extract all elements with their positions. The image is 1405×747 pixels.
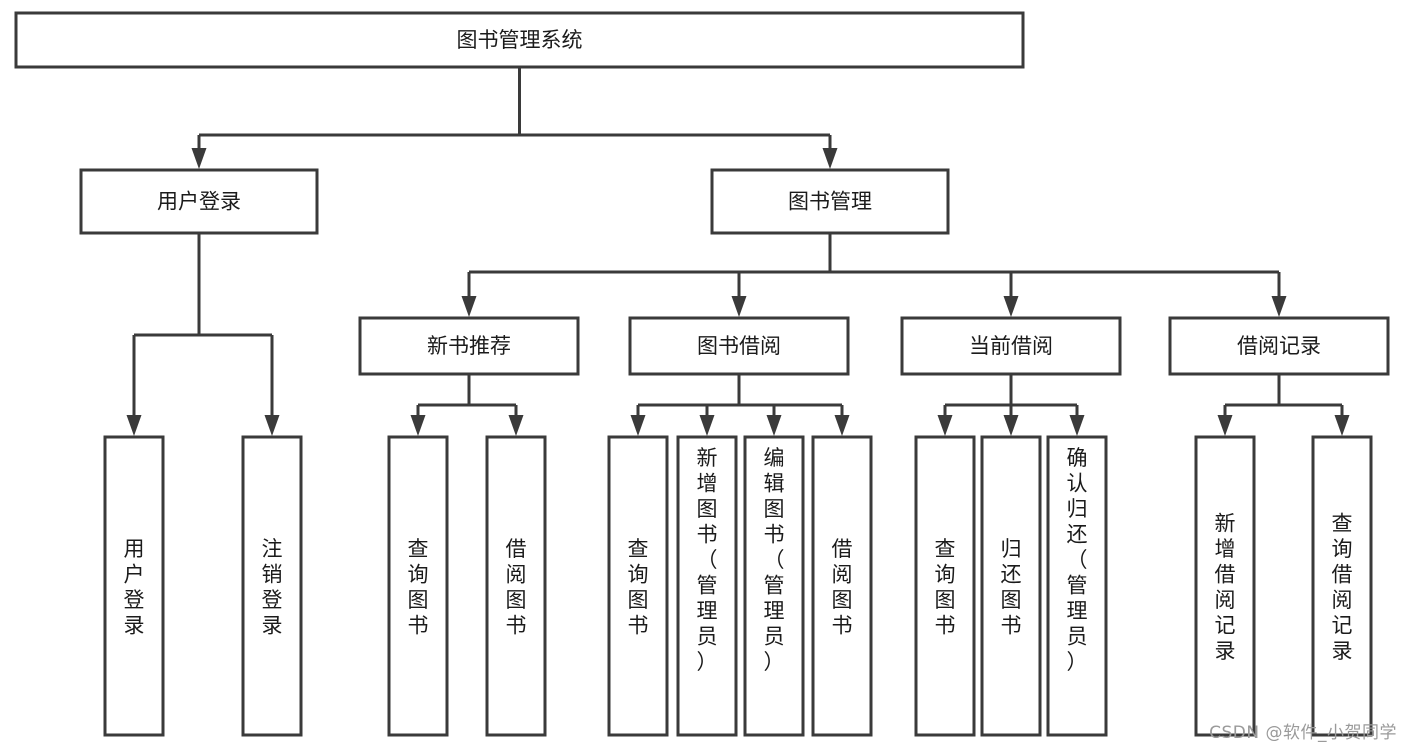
node-layer: 图书管理系统用户登录图书管理新书推荐图书借阅当前借阅借阅记录用户登录注销登录查询…: [14, 11, 1390, 737]
node-label: 查询图书: [408, 537, 429, 638]
node-l2-borrow-record[interactable]: 借阅记录: [1168, 316, 1390, 376]
node-label: 新增借阅记录: [1215, 511, 1236, 663]
node-box[interactable]: [485, 435, 547, 737]
node-label: 查询借阅记录: [1332, 511, 1353, 663]
node-l1-book-manage[interactable]: 图书管理: [710, 168, 950, 235]
node-box[interactable]: [607, 435, 669, 737]
node-leaf-rec-borrow-book[interactable]: 借阅图书: [485, 435, 547, 737]
node-label: 新书推荐: [427, 334, 511, 358]
connector-group-l2-borrow-record: [1217, 374, 1350, 436]
node-label: 新增图书（管理员）: [697, 446, 718, 674]
arrow-head-icon: [1069, 415, 1085, 436]
node-box[interactable]: [980, 435, 1042, 737]
node-leaf-cur-return-book[interactable]: 归还图书: [980, 435, 1042, 737]
arrow-head-icon: [126, 415, 142, 436]
node-label: 当前借阅: [969, 334, 1053, 358]
arrow-head-icon: [1271, 296, 1287, 317]
arrow-head-icon: [1334, 415, 1350, 436]
connector-group-l1-book-manage: [461, 233, 1287, 317]
connector-group-l2-new-book-rec: [410, 374, 524, 436]
node-box[interactable]: [79, 168, 319, 235]
node-leaf-user-logout[interactable]: 注销登录: [241, 435, 303, 737]
connector-group-root: [191, 67, 838, 169]
node-box[interactable]: [358, 316, 580, 376]
arrow-head-icon: [699, 415, 715, 436]
node-label: 确认归还（管理员）: [1067, 446, 1088, 674]
node-box[interactable]: [1168, 316, 1390, 376]
arrow-head-icon: [508, 415, 524, 436]
node-label: 借阅图书: [832, 537, 853, 638]
node-label: 借阅记录: [1237, 334, 1321, 358]
node-leaf-cur-confirm-return[interactable]: 确认归还（管理员）: [1046, 435, 1108, 737]
arrow-head-icon: [834, 415, 850, 436]
node-leaf-user-login[interactable]: 用户登录: [103, 435, 165, 737]
arrow-head-icon: [630, 415, 646, 436]
node-l2-book-borrow[interactable]: 图书借阅: [628, 316, 850, 376]
node-label: 图书管理系统: [457, 28, 583, 52]
node-box[interactable]: [241, 435, 303, 737]
node-label: 图书管理: [788, 190, 872, 214]
connector-group-l1-user-login: [126, 233, 280, 436]
node-box[interactable]: [710, 168, 950, 235]
arrow-head-icon: [937, 415, 953, 436]
node-leaf-rec-add-record[interactable]: 新增借阅记录: [1194, 435, 1256, 737]
connector-group-l2-current-borrow: [937, 374, 1085, 436]
node-box[interactable]: [14, 11, 1025, 69]
arrow-head-icon: [264, 415, 280, 436]
node-l2-current-borrow[interactable]: 当前借阅: [900, 316, 1122, 376]
node-label: 图书借阅: [697, 334, 781, 358]
node-root[interactable]: 图书管理系统: [14, 11, 1025, 69]
node-label: 编辑图书（管理员）: [764, 446, 785, 674]
arrow-head-icon: [766, 415, 782, 436]
node-label: 查询图书: [628, 537, 649, 638]
arrow-head-icon: [1003, 296, 1019, 317]
node-label: 查询图书: [935, 537, 956, 638]
arrow-head-icon: [1217, 415, 1233, 436]
node-l1-user-login[interactable]: 用户登录: [79, 168, 319, 235]
arrow-head-icon: [731, 296, 747, 317]
node-label: 归还图书: [1001, 537, 1022, 638]
node-leaf-rec-query-record[interactable]: 查询借阅记录: [1311, 435, 1373, 737]
node-box[interactable]: [900, 316, 1122, 376]
node-leaf-rec-query-book[interactable]: 查询图书: [387, 435, 449, 737]
node-box[interactable]: [1194, 435, 1256, 737]
node-leaf-borrow-add-book[interactable]: 新增图书（管理员）: [676, 435, 738, 737]
node-box[interactable]: [676, 435, 738, 737]
node-label: 借阅图书: [506, 537, 527, 638]
node-box[interactable]: [387, 435, 449, 737]
node-box[interactable]: [914, 435, 976, 737]
node-l2-new-book-rec[interactable]: 新书推荐: [358, 316, 580, 376]
node-leaf-borrow-borrow-book[interactable]: 借阅图书: [811, 435, 873, 737]
node-leaf-cur-query-book[interactable]: 查询图书: [914, 435, 976, 737]
arrow-head-icon: [1003, 415, 1019, 436]
node-box[interactable]: [743, 435, 805, 737]
node-box[interactable]: [628, 316, 850, 376]
connector-group-l2-book-borrow: [630, 374, 850, 436]
arrow-head-icon: [461, 296, 477, 317]
node-leaf-borrow-edit-book[interactable]: 编辑图书（管理员）: [743, 435, 805, 737]
node-leaf-borrow-query-book[interactable]: 查询图书: [607, 435, 669, 737]
arrow-head-icon: [822, 148, 838, 169]
arrow-head-icon: [410, 415, 426, 436]
node-box[interactable]: [103, 435, 165, 737]
node-label: 用户登录: [124, 537, 145, 638]
node-label: 用户登录: [157, 190, 241, 214]
node-box[interactable]: [1311, 435, 1373, 737]
node-box[interactable]: [811, 435, 873, 737]
node-box[interactable]: [1046, 435, 1108, 737]
arrow-head-icon: [191, 148, 207, 169]
node-label: 注销登录: [262, 537, 283, 638]
connector-layer: [126, 67, 1350, 436]
